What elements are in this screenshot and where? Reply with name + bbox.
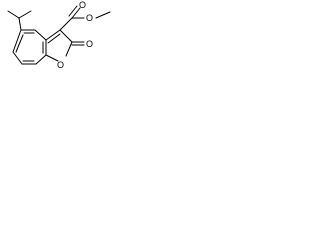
- ring-double-4: [15, 34, 24, 53]
- ester-c-to-ring: [59, 17, 73, 31]
- ring-bond-6: [12, 51, 23, 65]
- ester-group: [59, 5, 111, 31]
- furan-double-inner: [47, 33, 61, 44]
- ring-bond-4: [35, 54, 47, 65]
- ester-carbonyl-oxygen-label: O: [79, 0, 86, 10]
- furan-bond-2: [59, 29, 73, 43]
- lactone-oxygen-label: O: [86, 39, 93, 49]
- ester-co-1: [71, 7, 81, 19]
- furan-bond-1: [45, 29, 61, 41]
- five-membered-ring: [45, 29, 73, 62]
- molecule-drawing: O O O O: [7, 0, 111, 70]
- seven-membered-ring: [12, 29, 47, 65]
- bond-ipr-methyl-right: [18, 10, 32, 19]
- isopropyl-group: [7, 10, 32, 31]
- structure-canvas: O O O O: [0, 0, 119, 76]
- ring-oxygen-label: O: [57, 60, 64, 70]
- furan-bond-4: [45, 54, 59, 62]
- ring-bond-2: [34, 29, 47, 41]
- ester-oxygen-label: O: [86, 13, 93, 23]
- furan-bond-3: [65, 41, 73, 57]
- lactone-carbonyl: [71, 41, 85, 46]
- ester-o-methyl: [95, 11, 111, 19]
- ring-bond-7: [12, 29, 22, 53]
- ester-co-2: [68, 5, 78, 17]
- bond-ipr-methyl-left: [7, 10, 20, 19]
- bond-ipr-to-ring: [18, 17, 22, 31]
